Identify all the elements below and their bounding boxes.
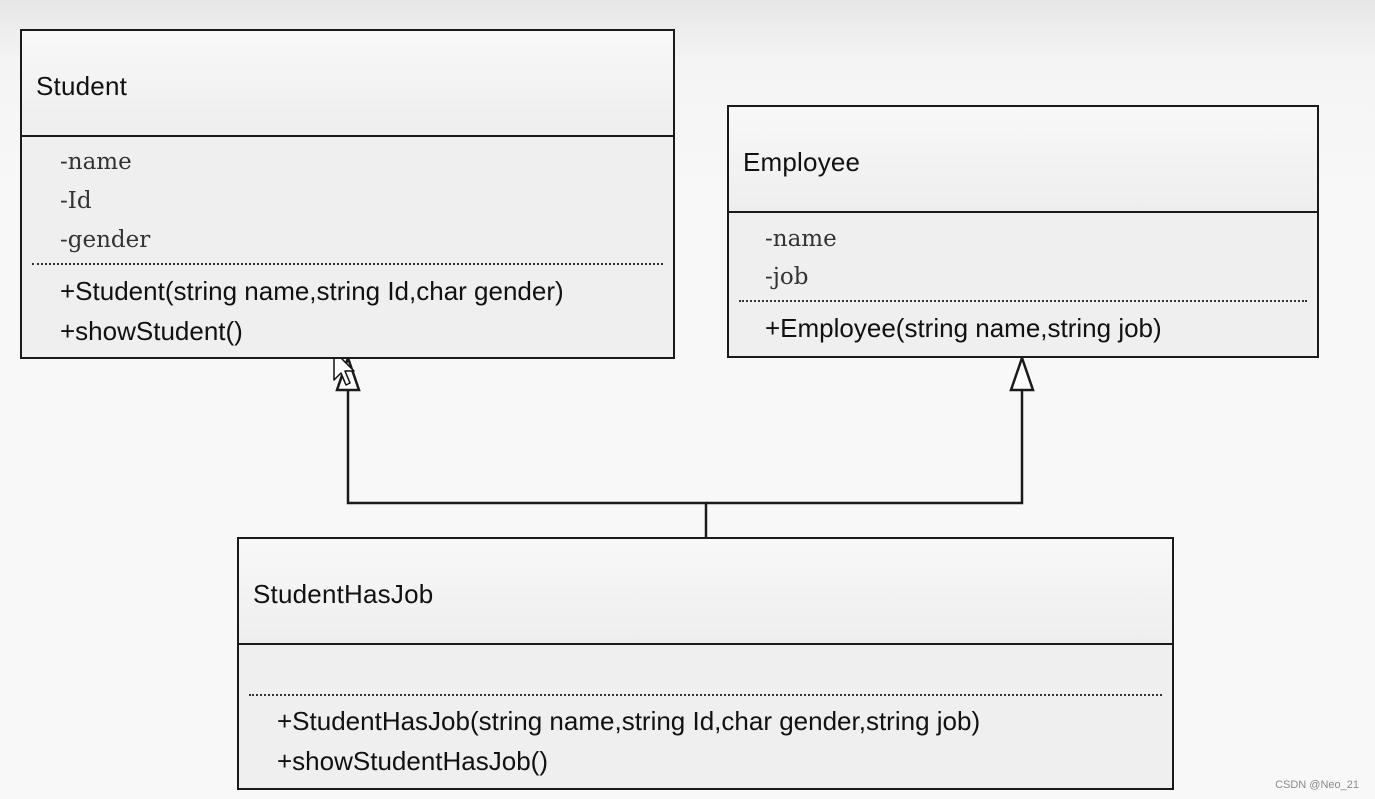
attribute: -job (765, 264, 809, 290)
operation: +showStudent() (60, 316, 243, 346)
class-name: StudentHasJob (253, 579, 434, 609)
operation: +showStudentHasJob() (277, 746, 548, 776)
attribute: -gender (60, 227, 151, 253)
watermark: CSDN @Neo_21 (1275, 779, 1359, 791)
compartment-divider (32, 263, 663, 265)
class-employee-header: Employee (729, 107, 1317, 213)
compartment-divider (249, 694, 1162, 696)
class-student-has-job[interactable]: StudentHasJob +StudentHasJob(string name… (237, 537, 1174, 790)
operation: +Student(string name,string Id,char gend… (60, 276, 564, 306)
class-employee[interactable]: Employee -name -job +Employee(string nam… (727, 105, 1319, 358)
class-student-header: Student (22, 31, 673, 137)
class-name: Employee (743, 147, 861, 177)
attribute: -name (765, 226, 837, 252)
connector-line-to-employee (706, 390, 1024, 505)
inheritance-arrowhead-icon (1009, 354, 1035, 392)
class-name: Student (36, 71, 128, 101)
compartment-divider (739, 300, 1307, 302)
operation: +StudentHasJob(string name,string Id,cha… (277, 706, 981, 736)
attribute: -name (60, 149, 132, 175)
mouse-cursor-icon (333, 350, 355, 386)
operation: +Employee(string name,string job) (765, 313, 1162, 343)
class-student-has-job-header: StudentHasJob (239, 539, 1172, 645)
attribute: -Id (60, 188, 92, 214)
class-student[interactable]: Student -name -Id -gender +Student(strin… (20, 29, 675, 359)
connector-line-to-student (346, 390, 708, 540)
